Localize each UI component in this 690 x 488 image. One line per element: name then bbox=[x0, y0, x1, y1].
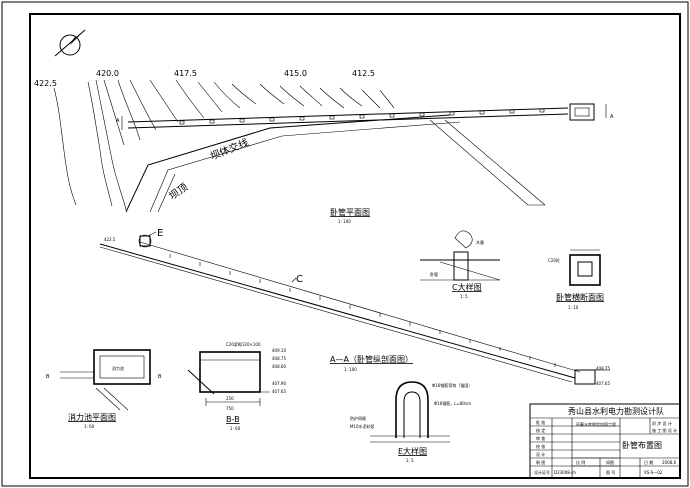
detail-c: 木塞 卧管 C大样图 1: 5 bbox=[420, 230, 501, 299]
detail-c-note: 木塞 bbox=[476, 239, 484, 245]
contour-label-4200: 420.0 bbox=[96, 69, 119, 78]
stilling-basin-scale: 1: 60 bbox=[84, 424, 95, 429]
section-bb-dim: 250 bbox=[226, 396, 234, 401]
contour-label-4150: 415.0 bbox=[284, 69, 307, 78]
plan-pipe bbox=[127, 103, 595, 129]
plan-scale: 1: 100 bbox=[338, 219, 351, 224]
pipe-section-title: 卧管横断面图 bbox=[556, 292, 604, 302]
title-block-stage-2: 施 工 图 设 计 bbox=[652, 427, 677, 433]
detail-c-note-b: 卧管 bbox=[430, 271, 438, 277]
title-block-row-4: 校 核 bbox=[536, 443, 545, 449]
title-block: 秀山县水利电力勘测设计队 批 准 核 定 审 查 校 核 设 计 制 图 设计证… bbox=[529, 403, 681, 479]
stilling-basin-plan: 消力池 B B 消力池平面图 1: 60 bbox=[46, 349, 162, 429]
profile-detail-c-mark: C bbox=[296, 274, 303, 285]
title-block-drawing-title: 卧管布置图 bbox=[622, 440, 662, 450]
detail-e-note-1: Φ16钢筋弯钩（锚固） bbox=[432, 382, 472, 388]
title-block-stage-1: 初 步 设 计 bbox=[652, 420, 672, 426]
title-block-row-7: 设计证号 bbox=[534, 469, 550, 475]
dam-axis-lines bbox=[125, 114, 546, 213]
section-aa-heading: A—A（卧管纵剖面图） 1: 100 bbox=[330, 354, 413, 372]
plan-view: 422.5 420.0 417.5 415.0 412.5 坝体交线 坝顶 bbox=[34, 29, 614, 224]
detail-e-note-2: Φ16钢筋，L=80cm bbox=[434, 400, 471, 406]
section-bb-title: B-B bbox=[226, 415, 240, 424]
detail-e-note-4: M10水泥砂浆 bbox=[350, 423, 375, 429]
detail-c-title: C大样图 bbox=[452, 282, 482, 292]
section-mark-a-right: A bbox=[610, 114, 614, 120]
title-block-row-3: 审 查 bbox=[536, 435, 545, 441]
title-block-ratio-label: 比 例 bbox=[576, 459, 585, 465]
dam-axis-label: 坝体交线 bbox=[208, 136, 250, 163]
section-bb-elev-2: 408.75 bbox=[272, 356, 286, 361]
title-block-row-6: 制 图 bbox=[536, 459, 545, 465]
profile-elev-top: 422.5 bbox=[104, 237, 116, 242]
title-block-row-2: 核 定 bbox=[536, 427, 545, 433]
stilling-basin-title: 消力池平面图 bbox=[68, 412, 116, 422]
north-arrow-icon bbox=[54, 29, 86, 57]
profile-elev-right-2: 407.65 bbox=[596, 381, 610, 386]
title-block-project: 环寨水库除险加固工程 bbox=[576, 421, 616, 427]
title-block-ratio-value: 如图 bbox=[606, 459, 614, 465]
plan-title: 卧管平面图 bbox=[330, 207, 370, 217]
pipe-section-dim-label: C20砼 bbox=[548, 257, 560, 263]
section-bb: C20浆砌120×100 409.10 408.75 408.60 407.90… bbox=[187, 341, 286, 431]
long-profile: E C 422.5 408.75 407.65 bbox=[99, 228, 610, 386]
detail-e: Φ16钢筋弯钩（锚固） Φ16钢筋，L=80cm 防护网格 M10水泥砂浆 E大… bbox=[350, 381, 472, 463]
pipe-section: C20砼 卧管横断面图 1: 10 bbox=[548, 249, 604, 310]
contour-label-4175: 417.5 bbox=[174, 69, 197, 78]
detail-e-scale: 1: 5 bbox=[406, 458, 414, 463]
pipe-section-scale: 1: 10 bbox=[568, 305, 579, 310]
stilling-basin-label: 消力池 bbox=[112, 365, 124, 371]
section-bb-elev-3: 408.60 bbox=[272, 364, 286, 369]
detail-c-scale: 1: 5 bbox=[460, 294, 468, 299]
detail-e-title: E大样图 bbox=[398, 446, 427, 456]
profile-detail-e-mark: E bbox=[157, 228, 163, 239]
section-bb-elev-5: 407.65 bbox=[272, 389, 286, 394]
contour-label-4125: 412.5 bbox=[352, 69, 375, 78]
title-block-date-value: 2008.6 bbox=[662, 460, 676, 465]
title-block-company: 秀山县水利电力勘测设计队 bbox=[568, 406, 664, 416]
section-bb-elev-1: 409.10 bbox=[272, 348, 286, 353]
inner-frame bbox=[29, 13, 681, 479]
contour-label-4225: 422.5 bbox=[34, 79, 57, 88]
stilling-basin-mark-left: B bbox=[46, 374, 50, 380]
title-block-cert-value: D23008-sh bbox=[554, 470, 576, 475]
section-aa-scale: 1: 100 bbox=[344, 367, 357, 372]
detail-e-note-3: 防护网格 bbox=[350, 415, 366, 421]
title-block-drawing-no-value: XS-S—02 bbox=[644, 470, 663, 475]
section-bb-dim-b: 750 bbox=[226, 406, 234, 411]
profile-elev-right-1: 408.75 bbox=[596, 366, 610, 371]
section-mark-a-left: A bbox=[116, 118, 120, 124]
section-bb-label: C20浆砌120×100 bbox=[226, 341, 261, 347]
section-bb-scale: 1: 60 bbox=[230, 426, 241, 431]
stilling-basin-mark-right: B bbox=[158, 374, 162, 380]
title-block-date-label: 日 期 bbox=[644, 459, 653, 465]
section-aa-title: A—A（卧管纵剖面图） bbox=[330, 354, 413, 364]
title-block-row-5: 设 计 bbox=[536, 451, 545, 457]
contour-lines bbox=[53, 79, 395, 211]
title-block-row-1: 批 准 bbox=[536, 419, 545, 425]
section-bb-elev-4: 407.90 bbox=[272, 381, 286, 386]
title-block-drawing-no-label: 图 号 bbox=[606, 469, 615, 475]
